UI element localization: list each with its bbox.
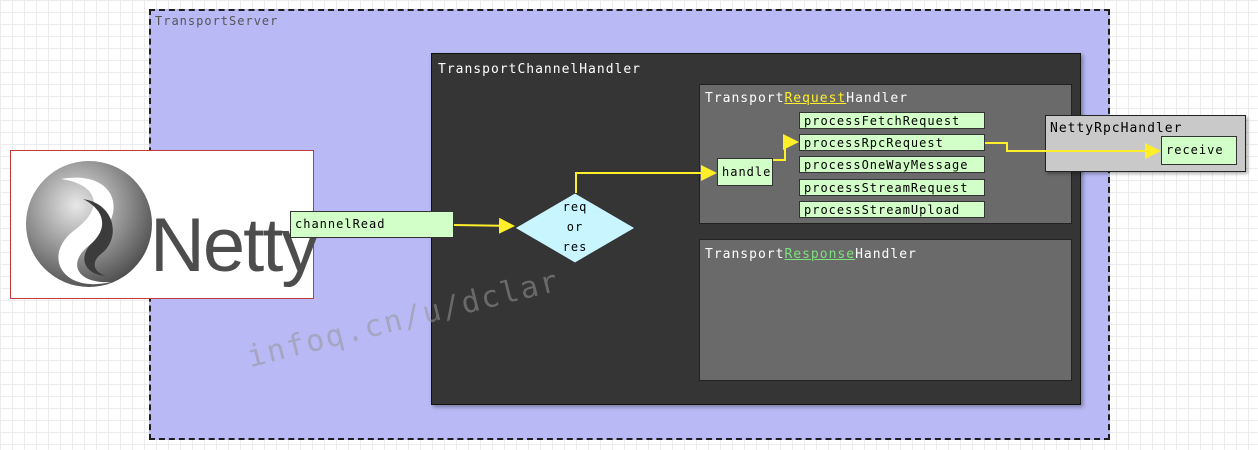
request-handler-title-suffix: Handler (846, 91, 909, 106)
method-process-one-way-message: processOneWayMessage (799, 156, 985, 173)
req-or-res-diamond (514, 192, 636, 264)
decision-line-or: or (566, 220, 584, 234)
netty-logo (10, 150, 314, 299)
decision-text: req or res (555, 197, 595, 257)
decision-line-res: res (562, 240, 588, 254)
handle-box: handle (717, 158, 773, 186)
arrow-decision-to-handle (575, 165, 717, 193)
response-handler-title-prefix: Transport (705, 247, 785, 262)
response-handler-title-suffix: Handler (855, 247, 917, 262)
arrow-processrpc-to-receive (985, 142, 1161, 159)
transport-channel-handler-title: TransportChannelHandler (438, 62, 642, 77)
method-process-rpc-request: processRpcRequest (799, 134, 985, 151)
channel-read-box: channelRead (290, 211, 454, 238)
transport-response-handler (699, 239, 1072, 381)
decision-line-req: req (562, 200, 588, 214)
request-handler-title-highlight: Request (784, 91, 847, 106)
transport-request-handler (699, 84, 1072, 224)
response-handler-title: TransportResponseHandler (705, 247, 917, 262)
method-process-stream-upload: processStreamUpload (799, 201, 985, 218)
arrow-handle-to-processrpc (773, 134, 799, 161)
method-process-fetch-request: processFetchRequest (799, 112, 985, 129)
response-handler-title-highlight: Response (784, 247, 856, 262)
request-handler-title-prefix: Transport (705, 91, 785, 106)
transport-server-label: TransportServer (155, 14, 279, 28)
arrow-channelread-to-decision (453, 217, 515, 234)
netty-rpc-handler-title: NettyRpcHandler (1050, 121, 1183, 136)
receive-box: receive (1161, 136, 1237, 165)
request-handler-title: TransportRequestHandler (705, 91, 908, 106)
method-process-stream-request: processStreamRequest (799, 179, 985, 196)
netty-globe-icon (26, 161, 152, 287)
